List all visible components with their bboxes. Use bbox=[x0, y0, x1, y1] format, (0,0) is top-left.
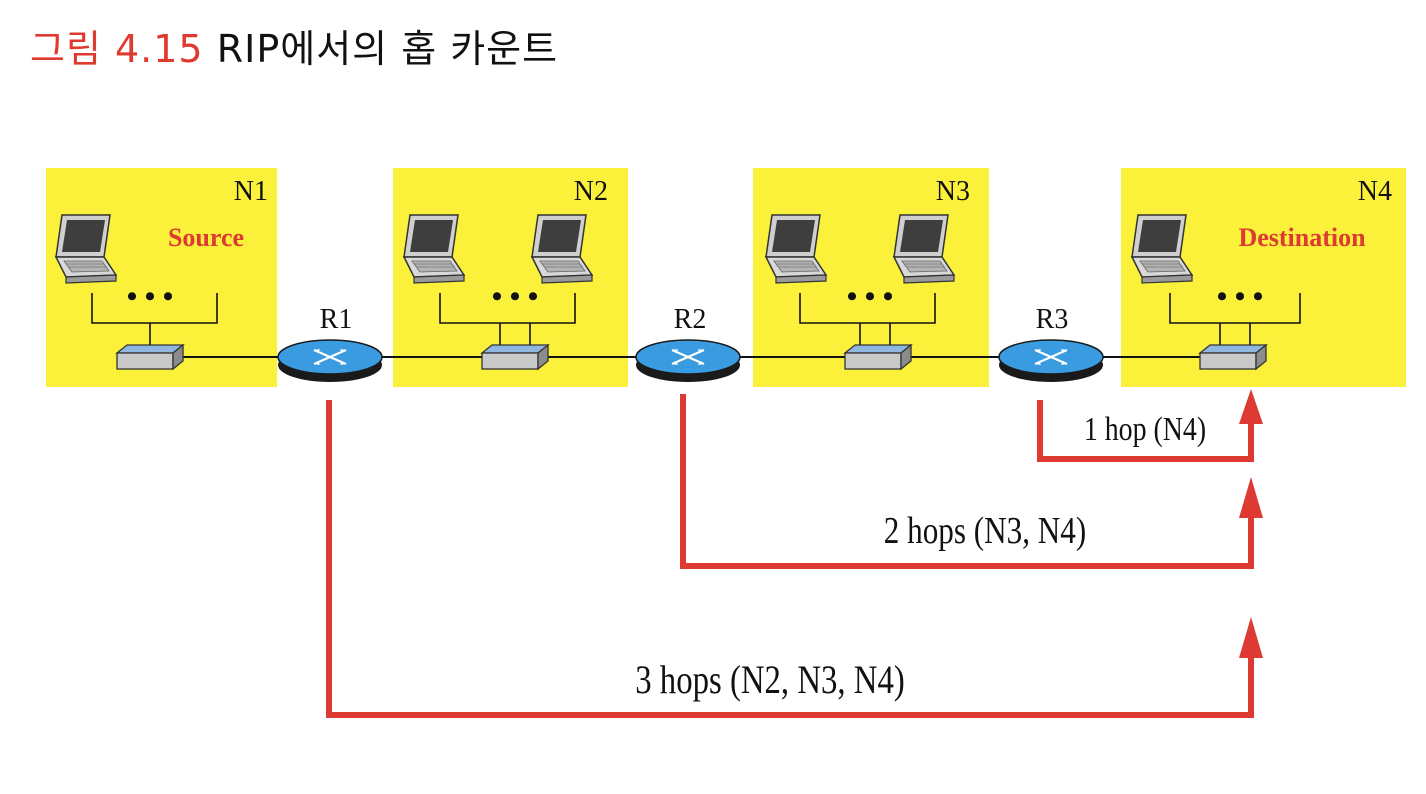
hop-label-2: 2 hops (N3, N4) bbox=[884, 509, 1086, 552]
hop-path-1 bbox=[1037, 400, 1254, 462]
router-label-r2: R2 bbox=[674, 304, 707, 335]
dots-n1: • • • bbox=[127, 280, 174, 313]
switch-icon-n2 bbox=[481, 344, 549, 370]
n3-wiring bbox=[799, 293, 936, 348]
router-label-r1: R1 bbox=[320, 304, 353, 335]
arrowhead-2 bbox=[1239, 477, 1263, 518]
router-label-r3: R3 bbox=[1036, 304, 1069, 335]
dots-n2: • • • bbox=[492, 280, 539, 313]
network-label-n1: N1 bbox=[234, 176, 268, 207]
router-icon-r1 bbox=[276, 338, 384, 384]
hop-label-1: 1 hop (N4) bbox=[1084, 409, 1206, 447]
figure-label: 그림 4.15 bbox=[30, 27, 204, 71]
network-label-n2: N2 bbox=[574, 176, 608, 207]
arrowhead-3 bbox=[1239, 617, 1263, 658]
network-label-n3: N3 bbox=[936, 176, 970, 207]
dots-n3: • • • bbox=[847, 280, 894, 313]
figure-caption: RIP에서의 홉 카운트 bbox=[216, 27, 559, 71]
n4-wiring bbox=[1169, 293, 1301, 348]
n1-wiring bbox=[91, 293, 218, 348]
switch-icon-n3 bbox=[844, 344, 912, 370]
figure-title: 그림 4.15 RIP에서의 홉 카운트 bbox=[30, 18, 558, 73]
router-icon-r2 bbox=[634, 338, 742, 384]
hop-path-2 bbox=[680, 394, 1254, 569]
arrowhead-1 bbox=[1239, 389, 1263, 424]
n2-wiring bbox=[439, 293, 576, 348]
network-label-n4: N4 bbox=[1358, 176, 1392, 207]
router-icon-r3 bbox=[997, 338, 1105, 384]
hop-label-3: 3 hops (N2, N3, N4) bbox=[635, 657, 905, 702]
hop-path-3 bbox=[326, 400, 1254, 718]
switch-icon-n4 bbox=[1199, 344, 1267, 370]
dots-n4: • • • bbox=[1217, 280, 1264, 313]
role-label-source: Source bbox=[168, 223, 244, 252]
switch-icon-n1 bbox=[116, 344, 184, 370]
role-label-destination: Destination bbox=[1238, 223, 1366, 252]
